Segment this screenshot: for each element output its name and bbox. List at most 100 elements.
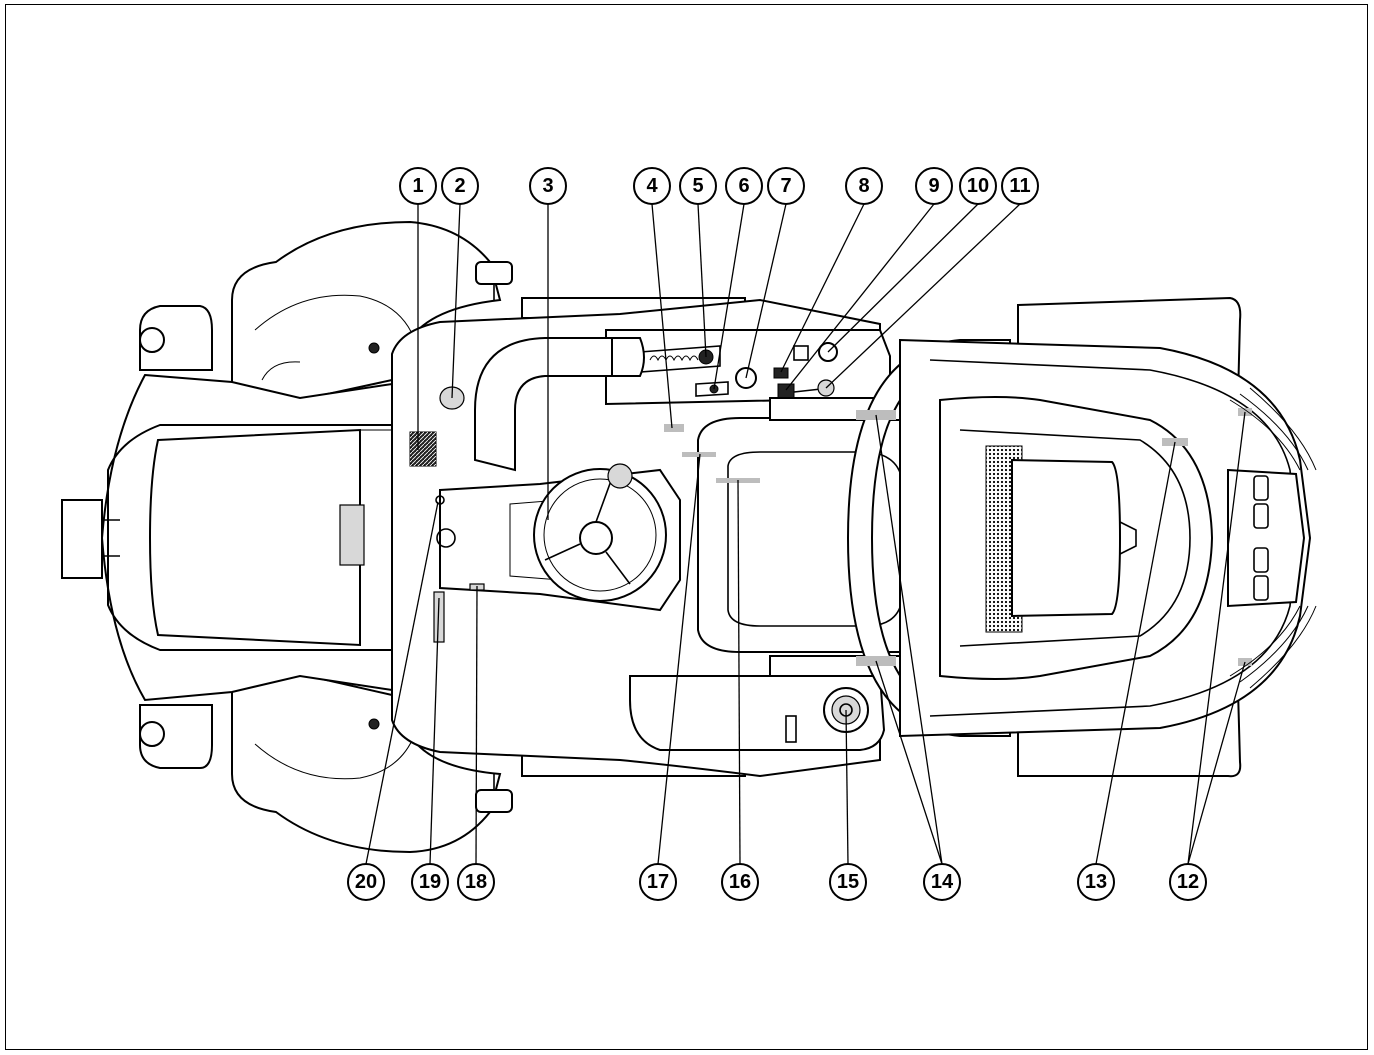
leader-6 [713,203,745,390]
leader-17 [657,453,701,865]
front-roller-top-cap [139,327,165,353]
front-frame [100,373,393,702]
callout-12-number: 12 [1177,871,1199,893]
rear-hood-ribs-top [1229,387,1317,471]
deck-knob-bottom [475,789,513,813]
leader-18 [475,585,478,865]
callout-2-number: 2 [454,175,465,197]
steering-knob [607,463,633,489]
deck-top-curve [254,294,415,339]
leader-15 [845,709,849,865]
callout-15-number: 15 [837,871,859,893]
callout-19-number: 19 [419,871,441,893]
callout-12: 12 [1169,863,1207,901]
handle-loop-end [611,337,645,377]
leader-lines [365,203,1246,865]
deck-plate-bracket [339,504,365,566]
callout-13-number: 13 [1085,871,1107,893]
rear-light-4 [1253,575,1269,601]
callout-3: 3 [529,167,567,205]
rear-light-1 [1253,475,1269,501]
rear-hood-ribs-bottom [1229,605,1317,689]
callout-14-number: 14 [931,871,954,893]
callout-14: 14 [923,863,961,901]
rear-light-3 [1253,547,1269,573]
indicator-light [793,345,809,361]
leader-4 [651,203,673,429]
leader-13 [1095,441,1176,865]
decal-label-17 [682,452,716,457]
hood-edge [360,429,393,651]
callout-9-number: 9 [928,175,939,197]
callout-11-number: 11 [1009,175,1030,197]
leader-14 [875,414,943,865]
leader-7 [745,203,787,379]
callout-8: 8 [845,167,883,205]
deck-top-mark [261,361,301,381]
callout-10-number: 10 [967,175,989,197]
engine-vent [1011,458,1122,618]
front-roller-bottom [139,704,213,769]
callout-6: 6 [725,167,763,205]
leader-11 [825,203,1021,389]
steering-wheel-inner [543,478,657,592]
steering-spokes [544,477,631,585]
deck-plate [148,428,361,647]
leader-9 [785,203,935,391]
callout-11: 11 [1001,167,1039,205]
leader-10 [827,203,979,353]
callout-16: 16 [721,863,759,901]
callout-18-number: 18 [465,871,487,893]
callout-5: 5 [679,167,717,205]
deck-knob-top [475,261,513,285]
callout-3-number: 3 [542,175,553,197]
callout-1-number: 1 [412,175,423,197]
leader-5 [697,203,707,358]
leader-12 [1187,411,1246,865]
callout-7-number: 7 [780,175,791,197]
leader-2 [451,203,461,399]
deck-top-bolt [368,342,380,354]
lever-hatch [410,432,436,466]
throttle-notches [649,355,699,362]
callout-5-number: 5 [692,175,703,197]
leader-16 [737,479,741,865]
deck-bottom-bolt [368,718,380,730]
work-light-switch [777,383,795,399]
decal-label-4 [664,424,684,432]
rear-light-cluster [1227,468,1306,608]
logo-emblem [436,528,456,548]
callout-9: 9 [915,167,953,205]
deck-bottom-curve [254,735,415,780]
callout-15: 15 [829,863,867,901]
callouts: 1 2 3 4 5 6 7 8 9 10 11 [347,167,1207,901]
mower-illustration [61,220,1317,854]
fuel-gauge [785,715,797,743]
callout-13: 13 [1077,863,1115,901]
side-indicator [435,495,445,505]
callout-20-number: 20 [355,871,377,893]
vent-latch [1119,521,1137,555]
callout-19: 19 [411,863,449,901]
callout-17-number: 17 [647,871,669,893]
handle-loop [474,337,631,472]
callout-7: 7 [767,167,805,205]
cutting-deck-bottom [231,672,502,854]
front-roller-bottom-cap [139,721,165,747]
callout-20: 20 [347,863,385,901]
page-frame [5,4,1368,1050]
callout-4-number: 4 [646,175,658,197]
engine-cover-inner [959,429,1191,647]
leader-20 [365,501,439,865]
callout-17: 17 [639,863,677,901]
steering-hub [579,521,613,555]
callout-1: 1 [399,167,437,205]
front-roller-top [139,305,213,371]
choke-slot [695,381,729,397]
front-hitch [61,499,103,579]
rear-light-2 [1253,503,1269,529]
leader-8 [780,203,865,373]
callout-4: 4 [633,167,671,205]
callout-18: 18 [457,863,495,901]
cutting-height-switch [773,367,789,379]
